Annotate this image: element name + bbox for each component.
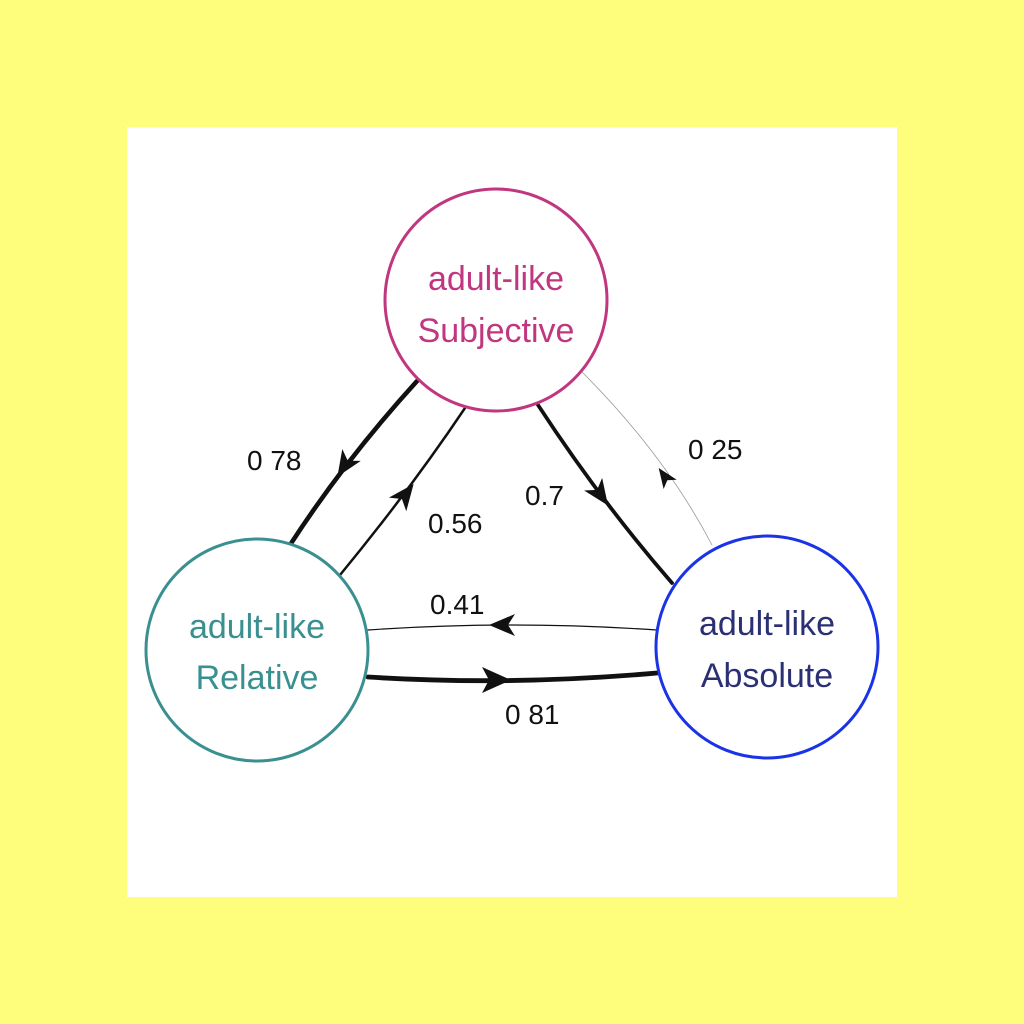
node-subjective: adult-like Subjective <box>383 187 609 413</box>
node-subjective-line1: adult-like <box>428 260 564 298</box>
node-relative-line1: adult-like <box>189 608 325 646</box>
edge-absolute-to-subjective <box>581 371 713 546</box>
edge-label-absolute-to-subjective: 0 25 <box>688 434 743 465</box>
arrowhead-absolute-to-relative <box>489 614 515 636</box>
edge-absolute-to-relative <box>367 624 658 631</box>
arrowhead-relative-to-subjective <box>388 483 414 512</box>
node-relative-line2: Relative <box>196 659 319 697</box>
node-absolute-line1: adult-like <box>699 605 835 643</box>
node-relative: adult-like Relative <box>144 537 370 763</box>
edge-relative-to-absolute <box>365 670 660 684</box>
arrowhead-subjective-to-relative <box>337 448 361 477</box>
node-relative-circle <box>144 537 370 763</box>
node-subjective-line2: Subjective <box>418 312 575 350</box>
arrowhead-subjective-to-absolute <box>584 477 609 506</box>
edge-label-relative-to-subjective: 0.56 <box>428 508 483 539</box>
edge-label-absolute-to-relative: 0.41 <box>430 589 485 620</box>
node-absolute-circle <box>654 534 880 760</box>
edge-label-subjective-to-relative: 0 78 <box>247 445 302 476</box>
edge-label-relative-to-absolute: 0 81 <box>505 699 560 730</box>
arrowhead-relative-to-absolute <box>482 667 511 693</box>
node-subjective-circle <box>383 187 609 413</box>
arrowhead-absolute-to-subjective <box>658 467 677 489</box>
node-absolute-line2: Absolute <box>701 657 833 695</box>
node-absolute: adult-like Absolute <box>654 534 880 760</box>
edge-label-subjective-to-absolute: 0.7 <box>525 480 564 511</box>
